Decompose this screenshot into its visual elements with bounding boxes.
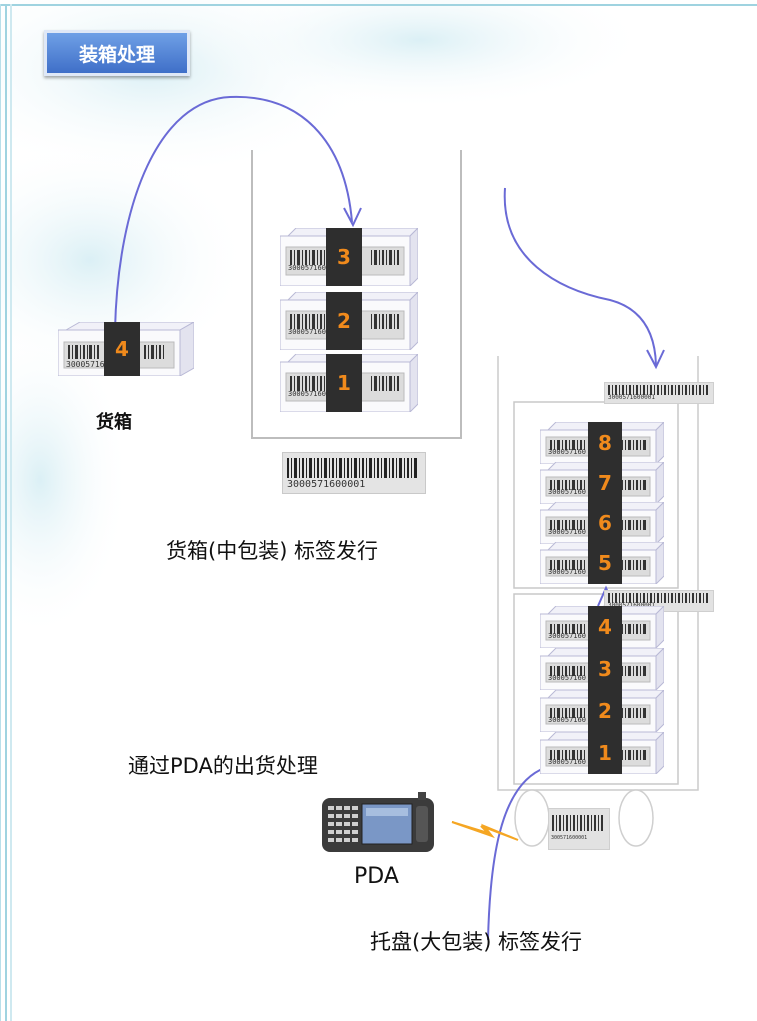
- box-number: 7: [588, 462, 622, 504]
- box-label: 货箱: [96, 412, 132, 433]
- box-barcode-text: 300057160: [548, 448, 586, 456]
- frame-left-border: [0, 4, 1, 1021]
- box-number: 2: [326, 292, 362, 350]
- box-number: 5: [588, 542, 622, 584]
- box-barcode-text: 300057160: [288, 390, 326, 398]
- pallet-base-barcode: 300571600001: [548, 808, 610, 850]
- pda-label: PDA: [354, 864, 399, 889]
- box-number: 6: [588, 502, 622, 544]
- title-badge: 装箱处理: [44, 30, 190, 76]
- box-number: 3: [588, 648, 622, 690]
- box-barcode-text: 300057160: [548, 716, 586, 724]
- box-number: 1: [588, 732, 622, 774]
- box-barcode-text: 300057160: [548, 632, 586, 640]
- box-barcode-text: 300057160: [288, 328, 326, 336]
- carton-caption: 货箱(中包装) 标签发行: [166, 539, 379, 563]
- pda-device-icon: [322, 792, 434, 852]
- box-number: 3: [326, 228, 362, 286]
- box-number: 8: [588, 422, 622, 464]
- carton-barcode-label: 3000571600001: [282, 452, 426, 494]
- box-barcode-text: 300057160: [548, 488, 586, 496]
- frame-left-border: [10, 4, 12, 1021]
- box-number: 1: [326, 354, 362, 412]
- carton-box: 300057160 4: [58, 322, 194, 376]
- box-number: 2: [588, 690, 622, 732]
- box-barcode-text: 300057160: [288, 264, 326, 272]
- box-number: 4: [588, 606, 622, 648]
- pallet-base-barcode-text: 300571600001: [551, 835, 588, 841]
- box-barcode-text: 300057160: [548, 528, 586, 536]
- carton-barcode-text: 3000571600001: [287, 479, 366, 490]
- pallet-top-barcode: 3000571600001: [604, 382, 714, 404]
- box-barcode-text: 300057160: [548, 568, 586, 576]
- box-barcode-text: 300057160: [66, 360, 110, 369]
- box-number: 4: [104, 322, 140, 376]
- box-barcode-text: 300057160: [548, 758, 586, 766]
- pallet-top-barcode-text: 3000571600001: [608, 394, 655, 401]
- pallet-caption: 托盘(大包装) 标签发行: [370, 930, 583, 954]
- frame-left-border: [5, 4, 7, 1021]
- pda-heading: 通过PDA的出货处理: [128, 754, 318, 778]
- box-barcode-text: 300057160: [548, 674, 586, 682]
- frame-top-border: [0, 4, 757, 6]
